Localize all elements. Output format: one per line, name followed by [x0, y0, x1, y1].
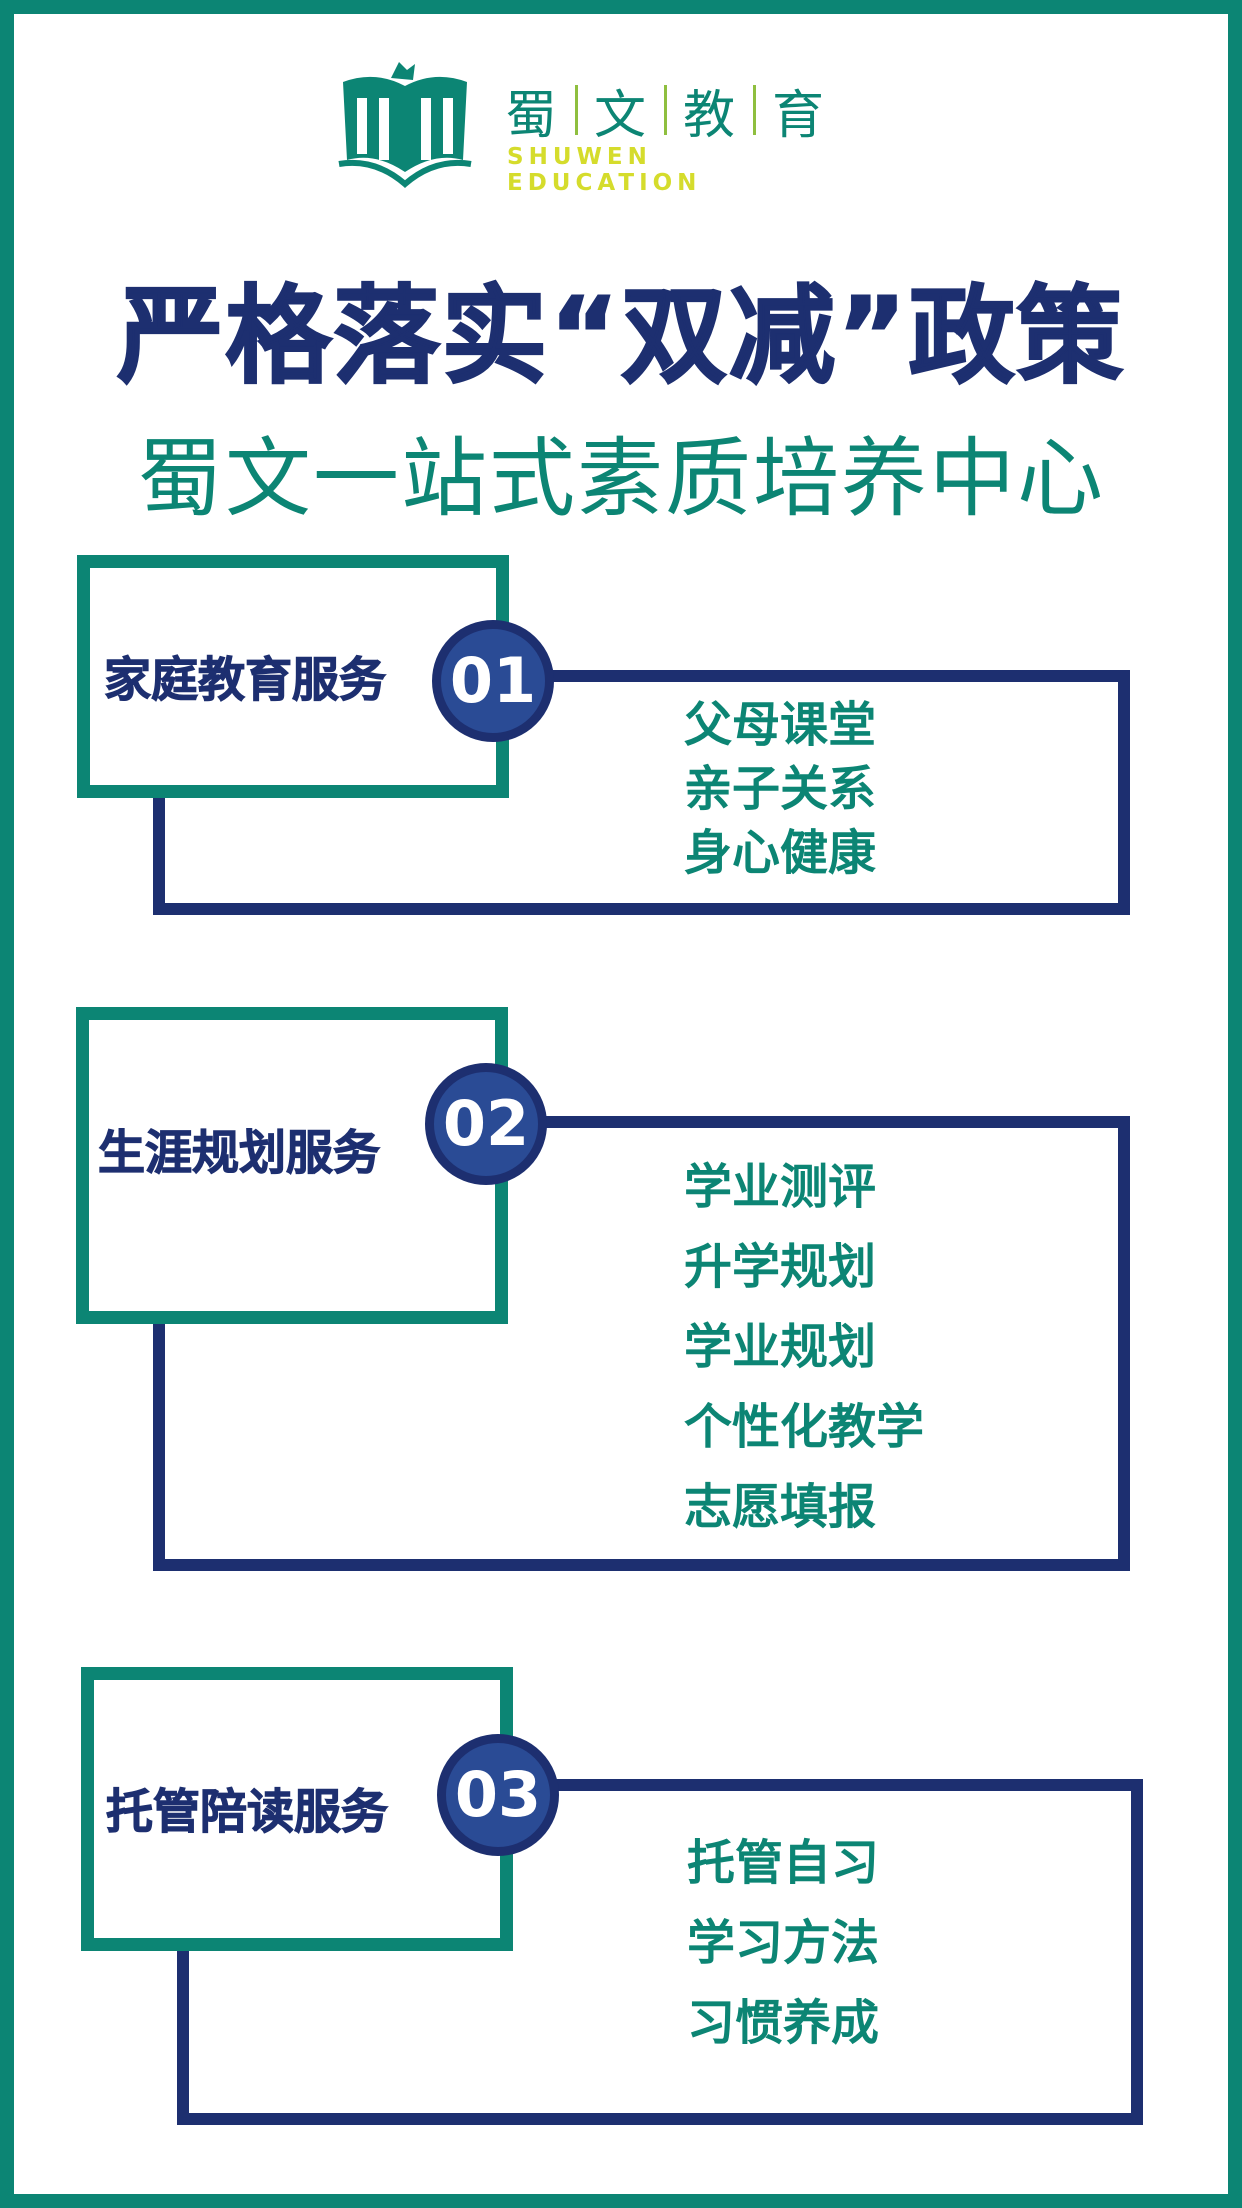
logo-chinese-name: 蜀 文 教 育 — [505, 78, 826, 146]
page-title: 严格落实“双减”政策 — [116, 274, 1125, 399]
brand-logo: 蜀 文 教 育 SHUWEN EDUCATION — [335, 60, 835, 196]
logo-divider — [575, 85, 579, 135]
logo-char: 蜀 — [505, 85, 560, 146]
section-item-list: 父母课堂 亲子关系 身心健康 — [684, 693, 876, 885]
list-item: 学业规划 — [684, 1319, 877, 1375]
section-label: 托管陪读服务 — [106, 1785, 389, 1841]
section-label-box — [76, 1007, 508, 1324]
list-item: 个性化教学 — [684, 1399, 925, 1455]
logo-english-name: SHUWEN EDUCATION — [507, 144, 702, 196]
section-label: 家庭教育服务 — [104, 653, 387, 709]
section-number-badge: 03 — [437, 1734, 559, 1856]
logo-char: 文 — [594, 85, 649, 146]
section-label: 生涯规划服务 — [98, 1126, 381, 1182]
logo-char: 教 — [683, 85, 738, 146]
eagle-book-logo-icon — [338, 62, 472, 188]
list-item: 亲子关系 — [684, 761, 877, 817]
section-number-badge: 02 — [425, 1063, 547, 1185]
section-item-list: 托管自习 学习方法 习惯养成 — [687, 1823, 879, 2063]
list-item: 升学规划 — [684, 1239, 877, 1295]
list-item: 托管自习 — [687, 1835, 880, 1891]
logo-divider — [664, 85, 668, 135]
page-subtitle: 蜀文一站式素质培养中心 — [137, 429, 1105, 529]
logo-char: 育 — [772, 85, 827, 146]
list-item: 父母课堂 — [684, 697, 877, 753]
section-item-list: 学业测评 升学规划 学业规划 个性化教学 志愿填报 — [684, 1147, 924, 1547]
list-item: 学业测评 — [684, 1159, 877, 1215]
section-number-badge: 01 — [432, 620, 554, 742]
section-label-box — [77, 555, 509, 798]
logo-divider — [753, 85, 757, 135]
list-item: 习惯养成 — [687, 1995, 880, 2051]
list-item: 学习方法 — [687, 1915, 880, 1971]
list-item: 志愿填报 — [684, 1479, 877, 1535]
list-item: 身心健康 — [684, 825, 877, 881]
